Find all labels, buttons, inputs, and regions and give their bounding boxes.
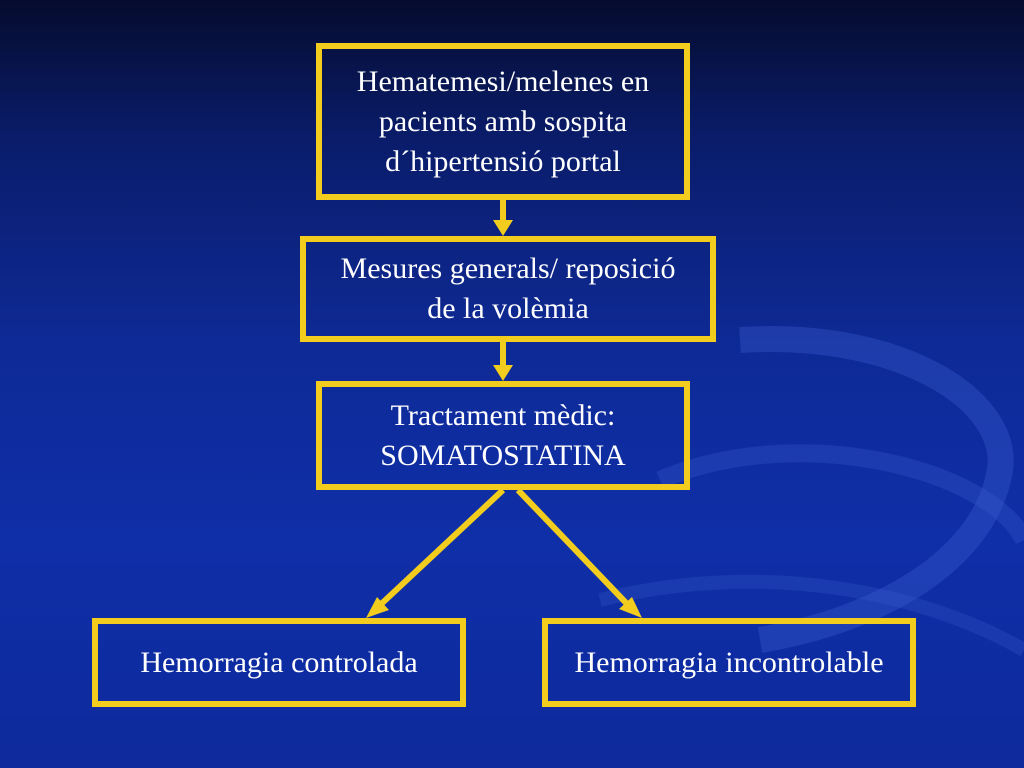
arrowhead-n2	[493, 220, 513, 236]
node-hemorragia-incontrolable: Hemorragia incontrolable	[542, 618, 916, 707]
node-hemorragia-controlada: Hemorragia controlada	[92, 618, 466, 707]
connector-n3-n5	[515, 487, 633, 610]
connector-n3-n4	[375, 487, 506, 610]
arrowhead-n4	[366, 597, 389, 618]
arrowhead-n3	[493, 365, 513, 381]
node-mesures-generals: Mesures generals/ reposició de la volèmi…	[300, 236, 716, 342]
node-tractament-medic: Tractament mèdic: SOMATOSTATINA	[316, 381, 690, 490]
node-hematemesi: Hematemesi/melenes en pacients amb sospi…	[316, 43, 690, 200]
arrowhead-n5	[619, 597, 642, 618]
